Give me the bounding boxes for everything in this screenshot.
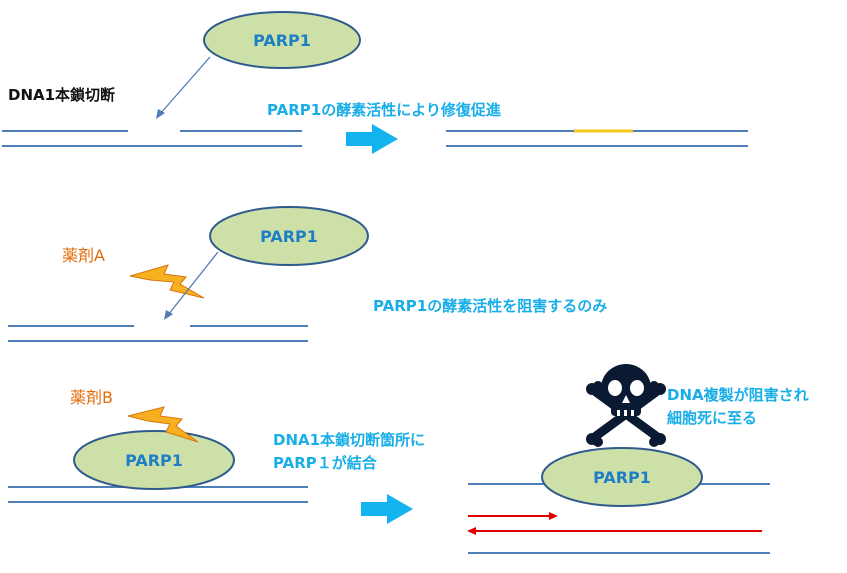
row3-red-arrowhead-forward [549,512,558,520]
lightning-icon [127,406,199,443]
row1-repair-text: PARP1の酵素活性により修復促進 [267,101,502,119]
row3-parp1-label-right: PARP1 [593,468,651,487]
row3-red-arrowhead-backward [467,527,476,535]
row2-effect-text: PARP1の酵素活性を阻害するのみ [373,297,607,315]
row1-block-arrow [346,124,398,154]
row2-drug-label: 薬剤A [62,246,105,265]
row3-binding-line2: PARP１が結合 [273,454,378,472]
row3-bound-left: PARP1 [8,406,308,503]
row1-pointer-line [159,56,211,115]
row2-parp1-ellipse [209,206,369,266]
row1-damage: DNA1本鎖切断 PARP1 [2,11,361,147]
row2-pointer-arrowhead [164,310,173,320]
row3-drug-label: 薬剤B [70,388,113,407]
row3-transition: DNA1本鎖切断箇所に PARP１が結合 [273,431,425,524]
row2-pointer-line [167,251,219,316]
row1-transition: PARP1の酵素活性により修復促進 [267,101,502,154]
row1-damage-label: DNA1本鎖切断 [8,86,115,104]
row3-parp1-ellipse-left [73,430,235,490]
row1-pointer-arrowhead [156,109,165,119]
row1-repaired [446,129,748,147]
lightning-icon [129,264,205,299]
row1-parp1-ellipse [203,11,361,69]
row3-stalled-replication: PARP1 [467,447,770,554]
row3-drug-b: 薬剤B [70,388,113,407]
row2-drug-a: 薬剤A [62,246,205,299]
row2-damage: PARP1 [8,206,369,342]
row3-binding-line1: DNA1本鎖切断箇所に [273,431,425,449]
row3-outcome-line1: DNA複製が阻害され [667,386,809,404]
skull-crossbones-icon [586,364,666,447]
row3-parp1-label-left: PARP1 [125,451,183,470]
row3-outcome-line2: 細胞死に至る [667,409,757,427]
row1-parp1-label: PARP1 [253,31,311,50]
row2-parp1-label: PARP1 [260,227,318,246]
row3-block-arrow [361,494,413,524]
row3-parp1-ellipse-right [541,447,703,507]
